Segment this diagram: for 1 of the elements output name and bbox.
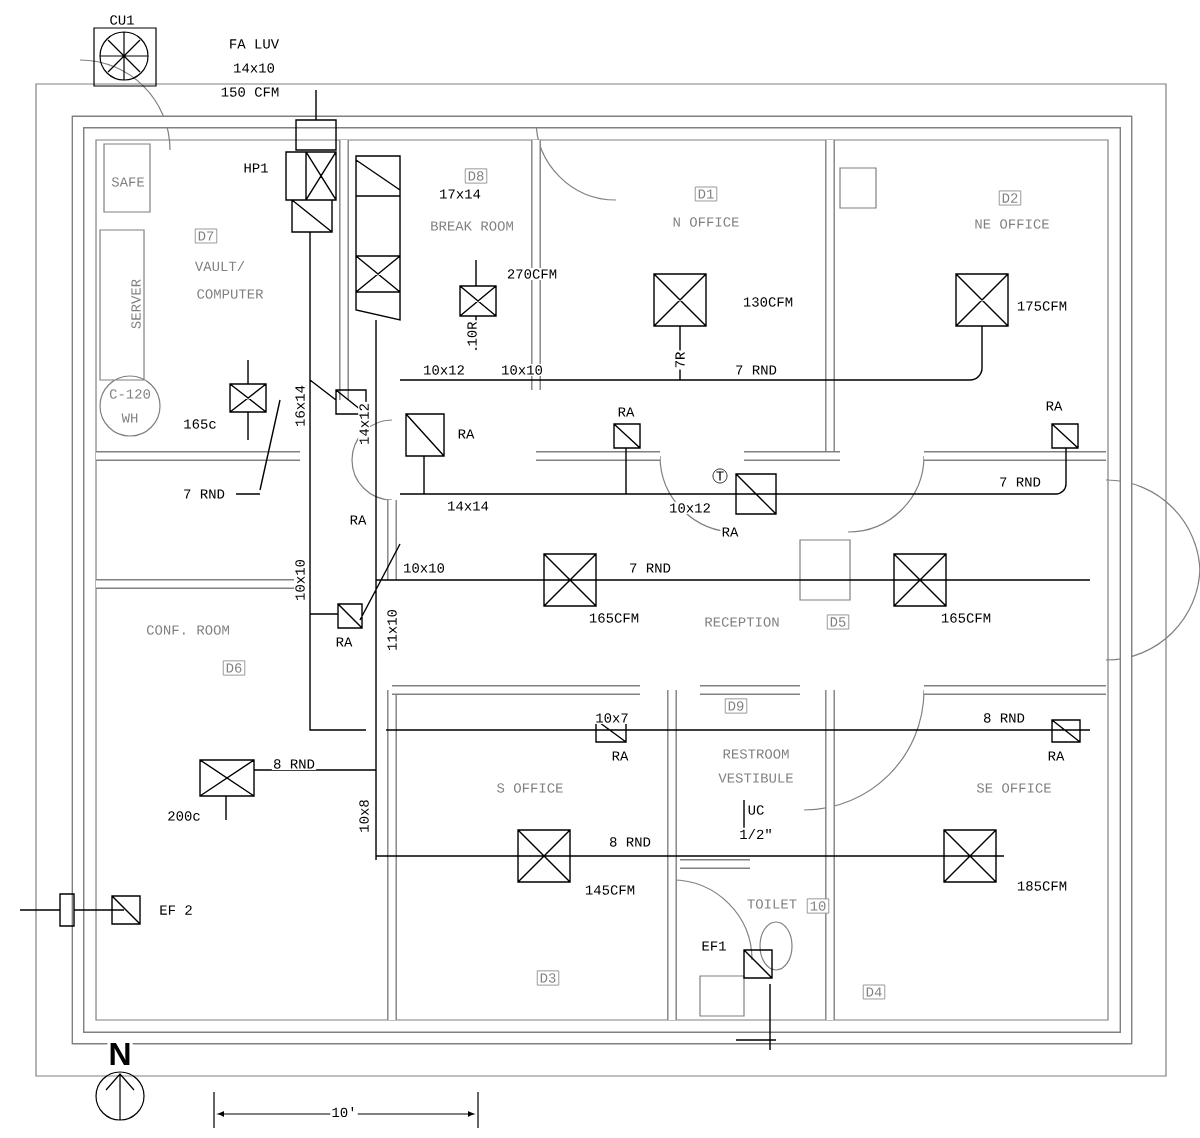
north-label: N [107, 1041, 133, 1067]
